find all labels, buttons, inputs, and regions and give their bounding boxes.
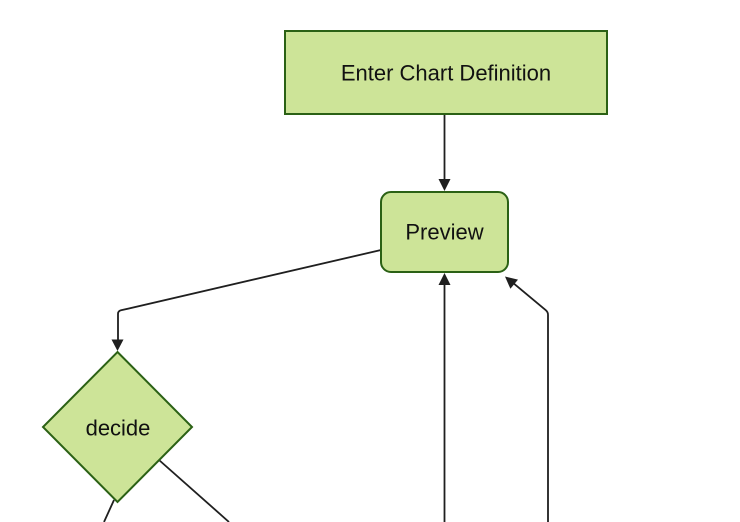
edge-enter-to-preview bbox=[438, 114, 451, 191]
node-decide-label: decide bbox=[86, 416, 151, 441]
arrowhead bbox=[505, 276, 518, 289]
edge-decide-to-offscreen-right bbox=[158, 459, 230, 522]
node-preview-label: Preview bbox=[405, 220, 483, 245]
edge-offscreen-to-preview-center bbox=[438, 273, 451, 522]
edge-preview-to-decide bbox=[111, 249, 382, 351]
edge-line bbox=[117, 249, 382, 340]
node-enter-chart-definition-shape bbox=[284, 30, 608, 115]
edge-offscreen-to-preview-corner bbox=[505, 276, 549, 522]
edge-line bbox=[103, 499, 115, 522]
edge-decide-to-offscreen-bottom bbox=[103, 499, 115, 522]
node-enter-chart-definition-label: Enter Chart Definition bbox=[341, 61, 551, 86]
arrowhead bbox=[438, 273, 451, 285]
node-preview: Preview bbox=[380, 191, 509, 273]
node-enter-chart-definition: Enter Chart Definition bbox=[284, 30, 608, 115]
edge-line bbox=[158, 459, 230, 522]
edge-line bbox=[513, 283, 549, 522]
arrowhead bbox=[438, 179, 451, 191]
node-decide: decide bbox=[41, 350, 194, 504]
node-decide-shape bbox=[41, 350, 194, 504]
arrowhead bbox=[111, 339, 124, 351]
node-preview-shape bbox=[380, 191, 509, 273]
